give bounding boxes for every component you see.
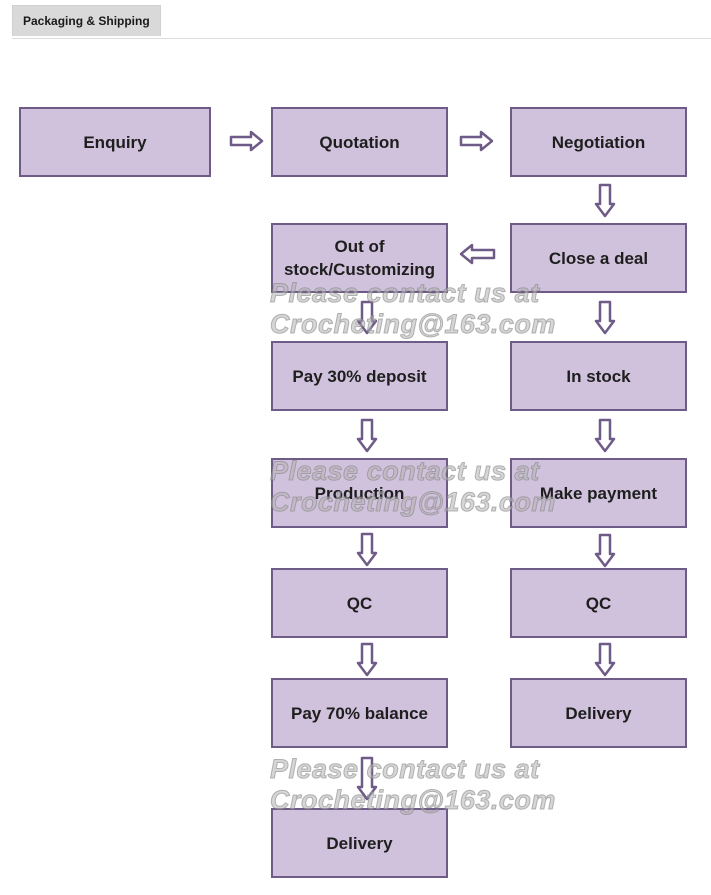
step-make-payment: Make payment xyxy=(510,458,687,528)
step-quotation: Quotation xyxy=(271,107,448,177)
step-qc-right: QC xyxy=(510,568,687,638)
arrow-down-icon xyxy=(356,532,378,567)
arrow-down-icon xyxy=(594,300,616,335)
tab-packaging-shipping[interactable]: Packaging & Shipping xyxy=(12,5,161,36)
step-negotiation: Negotiation xyxy=(510,107,687,177)
step-close-a-deal: Close a deal xyxy=(510,223,687,293)
watermark-contact: Please contact us at Crocheting@163.com xyxy=(270,754,556,816)
watermark-line-2: Crocheting@163.com xyxy=(270,309,556,340)
arrow-left-icon xyxy=(459,243,496,265)
tab-bar: Packaging & Shipping xyxy=(12,0,711,39)
step-enquiry: Enquiry xyxy=(19,107,211,177)
step-in-stock: In stock xyxy=(510,341,687,411)
step-production: Production xyxy=(271,458,448,528)
arrow-right-icon xyxy=(229,130,264,152)
arrow-down-icon xyxy=(356,756,378,801)
watermark-line-1: Please contact us at xyxy=(270,754,540,785)
step-out-of-stock-customizing: Out of stock/Customizing xyxy=(271,223,448,293)
step-pay-balance: Pay 70% balance xyxy=(271,678,448,748)
step-delivery-right: Delivery xyxy=(510,678,687,748)
arrow-down-icon xyxy=(356,418,378,453)
arrow-down-icon xyxy=(356,642,378,677)
arrow-right-icon xyxy=(459,130,494,152)
arrow-down-icon xyxy=(594,183,616,218)
arrow-down-icon xyxy=(594,418,616,453)
arrow-down-icon xyxy=(594,533,616,568)
step-delivery-left: Delivery xyxy=(271,808,448,878)
arrow-down-icon xyxy=(594,642,616,677)
step-qc-left: QC xyxy=(271,568,448,638)
arrow-down-icon xyxy=(356,300,378,335)
step-pay-deposit: Pay 30% deposit xyxy=(271,341,448,411)
